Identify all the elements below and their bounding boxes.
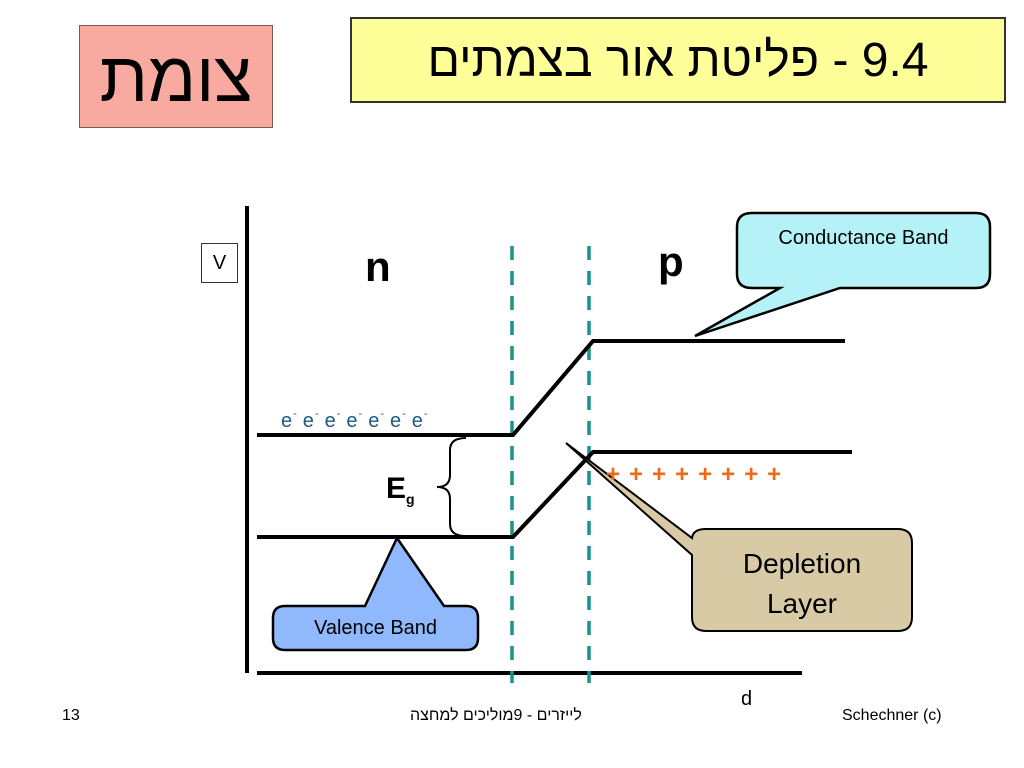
- voltage-axis-label: V: [201, 243, 238, 283]
- conduction-band-edge: [257, 339, 845, 437]
- hole: +: [606, 461, 630, 488]
- depletion-layer-label-line2: Layer: [766, 588, 838, 619]
- electron-charge: -: [358, 408, 364, 420]
- p-region-label: p: [658, 238, 684, 285]
- depletion-layer-label: Depletion Layer: [692, 544, 912, 624]
- electron-charge: -: [314, 408, 320, 420]
- electron: e-: [411, 408, 429, 432]
- footer-credit: Schechner (c): [842, 707, 942, 724]
- section-tag: צומת: [79, 25, 273, 128]
- valence-band-label: Valence Band: [313, 617, 438, 639]
- electron: e-: [324, 408, 342, 432]
- band-gap-label-sub: g: [406, 491, 415, 507]
- band-gap-label: Eg: [386, 472, 415, 507]
- slide-title: 9.4 - פליטת אור בצמתים: [350, 17, 1006, 103]
- valence-band-edge: [257, 450, 852, 539]
- hole: +: [675, 461, 699, 488]
- conductance-band-label: Conductance Band: [778, 227, 949, 249]
- electron-charge: -: [423, 408, 429, 420]
- hole: +: [652, 461, 676, 488]
- voltage-axis-label-text: V: [212, 251, 227, 274]
- depletion-layer-callout: [565, 442, 913, 632]
- hole: +: [744, 461, 768, 488]
- electron-charge: -: [336, 408, 342, 420]
- hole: +: [629, 461, 653, 488]
- page-number: 13: [62, 707, 80, 724]
- band-gap-label-main: E: [386, 472, 407, 505]
- n-region-label: n: [365, 243, 391, 290]
- hole: +: [767, 461, 791, 488]
- electron-charge: -: [380, 408, 385, 420]
- electron: e-: [302, 408, 320, 432]
- section-tag-text: צומת: [99, 37, 253, 116]
- electron: e-: [281, 408, 298, 432]
- depletion-layer-label-line1: Depletion: [742, 548, 862, 579]
- electron-row: e-e-e-e-e-e-e-: [281, 408, 434, 433]
- band-gap-brace: [436, 437, 467, 537]
- slide-title-text: 9.4 - פליטת אור בצמתים: [427, 33, 929, 87]
- electron-charge: -: [402, 408, 407, 420]
- valence-band-callout: [271, 535, 480, 652]
- conductance-band-callout: [694, 211, 992, 338]
- distance-axis-label: d: [741, 688, 753, 710]
- electron-charge: -: [293, 408, 298, 420]
- footer-course: לייזרים - 9מוליכים למחצה: [410, 707, 582, 724]
- hole: +: [698, 461, 722, 488]
- electron: e-: [346, 408, 364, 432]
- hole-row: ++++++++: [606, 461, 790, 489]
- electron: e-: [368, 408, 385, 432]
- hole: +: [721, 461, 745, 488]
- electron: e-: [389, 408, 407, 432]
